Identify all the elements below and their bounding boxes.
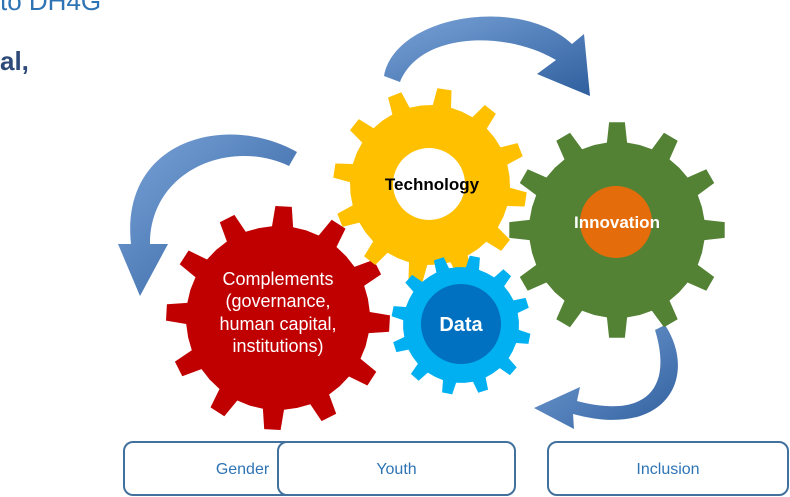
complements-label-line-2: (governance, bbox=[225, 291, 330, 311]
complements-label: Complements (governance, human capital, … bbox=[219, 269, 336, 356]
data-gear-hub bbox=[421, 284, 501, 364]
data-label: Data bbox=[439, 314, 483, 336]
slide-subtitle-fragment: al, bbox=[0, 46, 29, 76]
arrow-left-icon bbox=[118, 134, 297, 296]
technology-label: Technology bbox=[385, 175, 480, 194]
complements-label-line-3: human capital, bbox=[219, 314, 336, 334]
innovation-label: Innovation bbox=[574, 213, 660, 232]
youth-box-label: Youth bbox=[376, 460, 417, 478]
gender-box-label: Gender bbox=[215, 460, 270, 478]
innovation-gear-hub bbox=[580, 186, 652, 258]
arrow-right-icon bbox=[534, 325, 678, 429]
gear-complements-shape bbox=[166, 206, 390, 430]
inclusion-box-label: Inclusion bbox=[636, 460, 700, 478]
slide-title-fragment: to DH4G bbox=[0, 0, 102, 16]
complements-label-line-1: Complements bbox=[222, 269, 333, 289]
inclusion-box: Inclusion bbox=[547, 441, 789, 496]
complements-gear-icon bbox=[166, 206, 390, 430]
youth-box: Youth bbox=[277, 441, 516, 496]
arrow-top-icon bbox=[384, 16, 590, 97]
technology-gear-hub bbox=[393, 148, 465, 220]
complements-label-line-4: institutions) bbox=[232, 336, 323, 356]
